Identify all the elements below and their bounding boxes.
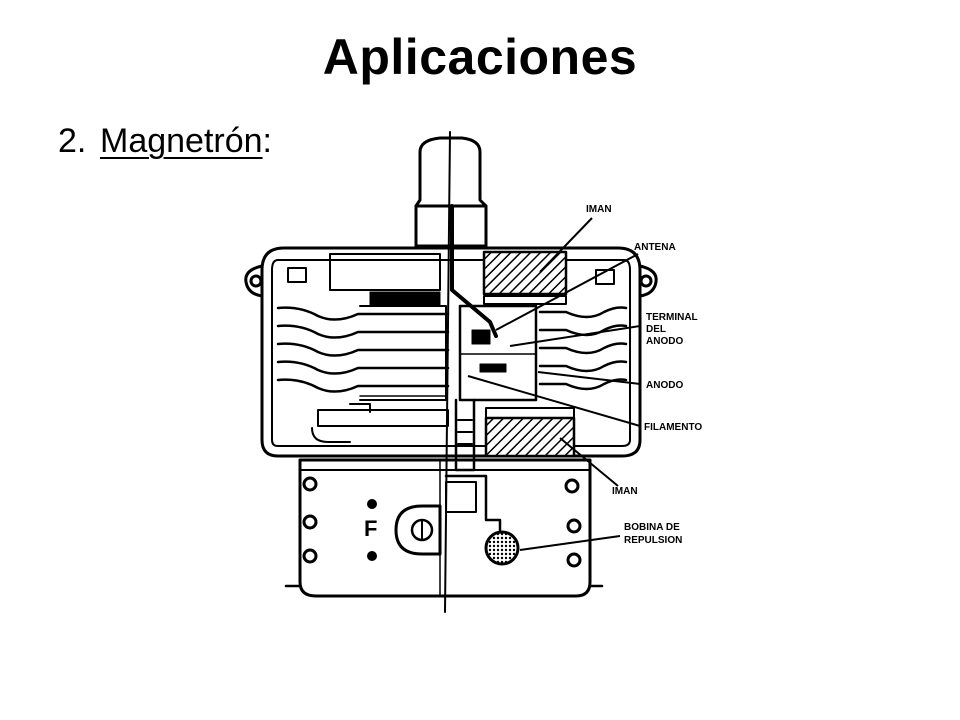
cooling-fins-left bbox=[276, 306, 450, 393]
cooling-fins-right bbox=[538, 306, 628, 391]
list-number: 2. bbox=[58, 122, 87, 160]
label-antena: ANTENA bbox=[634, 242, 676, 253]
antenna-wire bbox=[450, 204, 498, 338]
leader-bobina bbox=[519, 535, 621, 551]
yoke-housing bbox=[260, 246, 642, 458]
list-term: Magnetrón bbox=[100, 122, 263, 160]
choke-coil bbox=[484, 530, 520, 566]
mount-ear-left bbox=[244, 264, 264, 298]
leader-antena bbox=[495, 253, 639, 331]
label-terminal-3: ANODO bbox=[646, 336, 683, 347]
magnet-bottom bbox=[484, 416, 576, 458]
label-iman-top: IMAN bbox=[586, 204, 612, 215]
mount-ear-right bbox=[638, 264, 658, 298]
anode-block bbox=[458, 304, 538, 402]
leader-filamento bbox=[467, 375, 641, 427]
list-item-magnetron: 2. Magnetrón: bbox=[58, 122, 272, 161]
label-filamento: FILAMENTO bbox=[644, 422, 702, 433]
plate-slot bbox=[394, 504, 442, 556]
leader-iman-bottom bbox=[559, 437, 619, 487]
list-suffix: : bbox=[262, 122, 272, 160]
leader-anodo bbox=[537, 371, 641, 385]
label-bobina-2: REPULSION bbox=[624, 535, 682, 546]
slide-title: Aplicaciones bbox=[322, 29, 638, 85]
plate-mark: F bbox=[364, 516, 377, 541]
label-terminal-1: TERMINAL bbox=[646, 312, 698, 323]
antenna-cap bbox=[414, 136, 488, 248]
label-bobina-1: BOBINA DE bbox=[624, 522, 680, 533]
center-axis bbox=[444, 131, 451, 613]
label-anodo: ANODO bbox=[646, 380, 683, 391]
label-terminal-2: DEL bbox=[646, 324, 666, 335]
leader-iman-top bbox=[539, 217, 593, 273]
leader-terminal bbox=[509, 325, 641, 347]
label-iman-bottom: IMAN bbox=[612, 486, 638, 497]
